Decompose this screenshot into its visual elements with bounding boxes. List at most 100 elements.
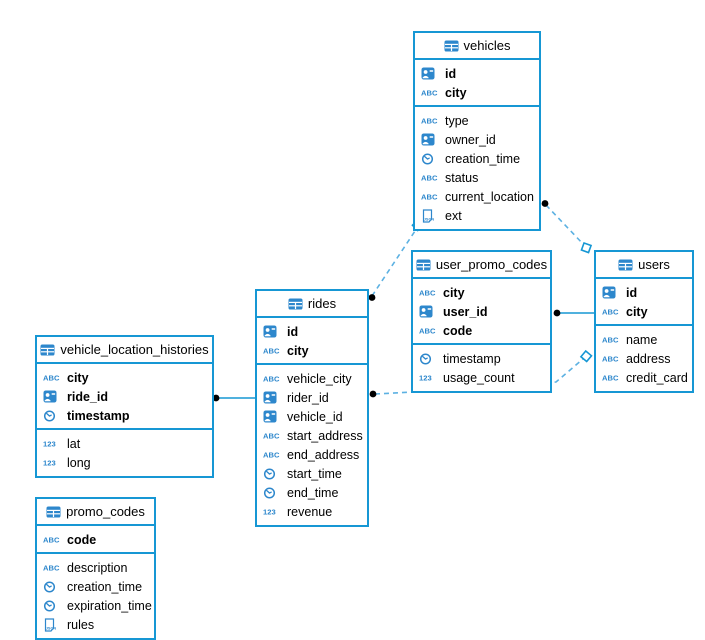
field-row-start_time[interactable]: start_time [257, 464, 367, 483]
svg-text:ABC: ABC [263, 432, 280, 441]
table-header[interactable]: promo_codes [37, 499, 154, 526]
field-label: description [67, 560, 128, 575]
table-icon [40, 344, 55, 356]
field-row-timestamp[interactable]: timestamp [37, 406, 212, 425]
svg-text:123: 123 [43, 459, 56, 468]
field-label: id [626, 285, 638, 300]
abc-icon: ABC [43, 372, 61, 383]
table-header[interactable]: users [596, 252, 692, 279]
field-row-timestamp[interactable]: timestamp [413, 349, 550, 368]
field-label: type [445, 113, 469, 128]
field-row-id[interactable]: id [415, 64, 539, 83]
table-title: promo_codes [66, 504, 145, 519]
field-row-creation_time[interactable]: creation_time [37, 577, 154, 596]
field-row-rider_id[interactable]: rider_id [257, 388, 367, 407]
field-row-expiration_time[interactable]: expiration_time [37, 596, 154, 615]
field-row-city[interactable]: ABC city [415, 83, 539, 102]
json-icon: JSON [43, 617, 61, 632]
table-header[interactable]: vehicle_location_histories [37, 337, 212, 364]
svg-text:ABC: ABC [602, 308, 619, 317]
abc-icon: ABC [43, 562, 61, 573]
table-icon [416, 259, 431, 271]
person-icon [43, 390, 61, 403]
field-row-owner_id[interactable]: owner_id [415, 130, 539, 149]
json-icon: JSON [421, 208, 439, 223]
field-row-creation_time[interactable]: creation_time [415, 149, 539, 168]
relation-endpoint-dot [368, 294, 376, 301]
abc-icon: ABC [602, 306, 620, 317]
num-icon: 123 [43, 438, 61, 449]
abc-icon: ABC [602, 334, 620, 345]
field-row-id[interactable]: id [257, 322, 367, 341]
field-row-id[interactable]: id [596, 283, 692, 302]
table-header[interactable]: user_promo_codes [413, 252, 550, 279]
field-label: city [445, 85, 467, 100]
table-header[interactable]: rides [257, 291, 367, 318]
field-label: rider_id [287, 390, 329, 405]
field-label: timestamp [443, 351, 501, 366]
relation-endpoint-diamond [579, 349, 593, 363]
abc-icon: ABC [419, 325, 437, 336]
field-row-city[interactable]: ABC city [37, 368, 212, 387]
field-row-vehicle_id[interactable]: vehicle_id [257, 407, 367, 426]
table-title: vehicle_location_histories [60, 342, 209, 357]
field-row-end_time[interactable]: end_time [257, 483, 367, 502]
abc-icon: ABC [263, 373, 281, 384]
field-label: city [443, 285, 465, 300]
svg-text:JSON: JSON [46, 626, 56, 630]
field-label: city [67, 370, 89, 385]
field-row-end_address[interactable]: ABC end_address [257, 445, 367, 464]
abc-icon: ABC [263, 345, 281, 356]
field-row-long[interactable]: 123 long [37, 453, 212, 472]
field-label: long [67, 455, 91, 470]
field-label: start_address [287, 428, 363, 443]
svg-text:123: 123 [263, 508, 276, 517]
svg-text:ABC: ABC [421, 89, 438, 98]
table-header[interactable]: vehicles [415, 33, 539, 60]
relation-endpoint-dot [541, 200, 549, 207]
person-icon [421, 67, 439, 80]
field-label: timestamp [67, 408, 130, 423]
svg-text:ABC: ABC [421, 193, 438, 202]
field-row-user_id[interactable]: user_id [413, 302, 550, 321]
field-row-ride_id[interactable]: ride_id [37, 387, 212, 406]
field-row-description[interactable]: ABC description [37, 558, 154, 577]
field-label: end_address [287, 447, 360, 462]
field-label: usage_count [443, 370, 515, 385]
field-row-start_address[interactable]: ABC start_address [257, 426, 367, 445]
clock-icon [43, 599, 61, 612]
table-vehicle_location_histories[interactable]: vehicle_location_histories ABC city ride_i… [35, 335, 214, 478]
abc-icon: ABC [263, 449, 281, 460]
field-label: vehicle_id [287, 409, 343, 424]
person-icon [602, 286, 620, 299]
